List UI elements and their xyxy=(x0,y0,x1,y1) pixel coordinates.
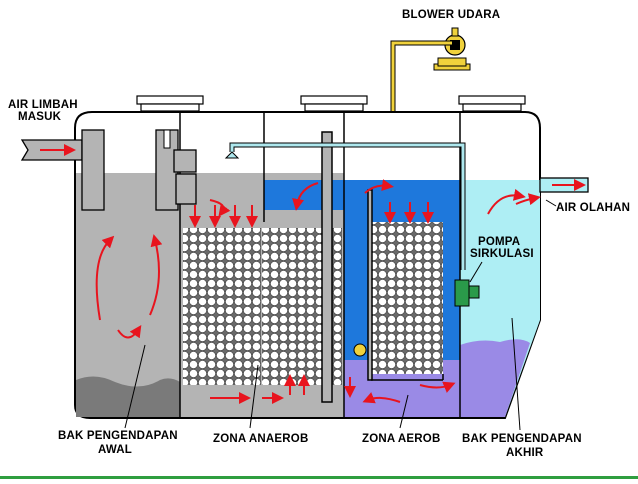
outlet-label: AIR OLAHAN xyxy=(556,202,631,214)
final-settling-label-line1: BAK PENGENDAPAN xyxy=(462,433,582,445)
initial-settling-label-line1: BAK PENGENDAPAN xyxy=(58,430,178,442)
pump-label-line1: POMPA xyxy=(478,236,521,248)
inlet-label-line1: AIR LIMBAH xyxy=(8,99,78,111)
bottom-divider xyxy=(0,476,638,479)
pump-label-line2: SIRKULASI xyxy=(470,248,534,260)
final-settling-label-line2: AKHIR xyxy=(506,447,544,459)
anaerobic-zone-label: ZONA ANAEROB xyxy=(213,433,309,445)
leader-lines xyxy=(124,199,557,431)
inlet-label-line2: MASUK xyxy=(18,111,62,123)
pump-icon xyxy=(454,279,480,307)
blower-label: BLOWER UDARA xyxy=(402,9,501,21)
air-diffuser xyxy=(353,343,367,357)
zone-initial-settling xyxy=(76,173,180,417)
initial-settling-label-line2: AWAL xyxy=(98,444,133,456)
manhole-covers xyxy=(136,95,526,112)
blower-unit xyxy=(433,27,471,71)
flow-arrows xyxy=(40,144,586,404)
aerobic-zone-label: ZONA AEROB xyxy=(362,433,441,445)
